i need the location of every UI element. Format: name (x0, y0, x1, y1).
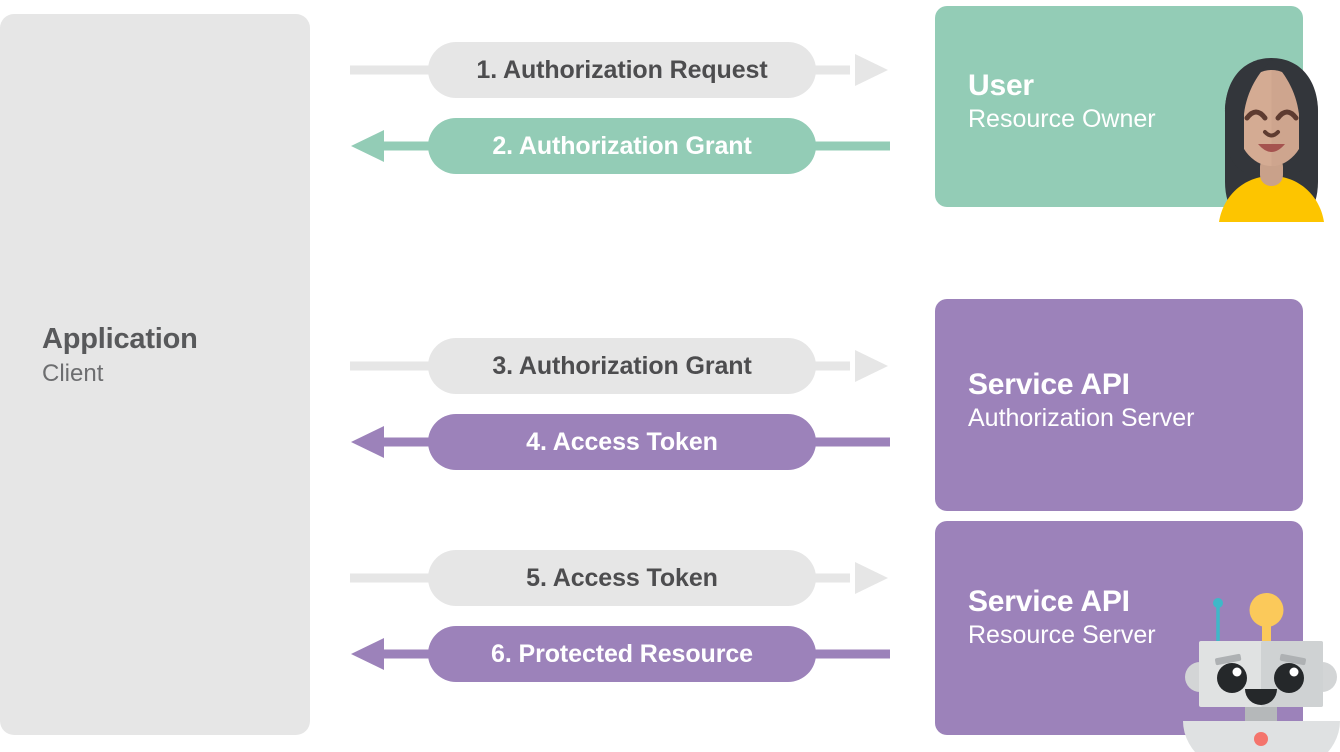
flow-step-3: 3. Authorization Grant (350, 338, 890, 394)
step-pill-6[interactable]: 6. Protected Resource (428, 626, 816, 682)
step-pill-5[interactable]: 5. Access Token (428, 550, 816, 606)
flow-step-2: 2. Authorization Grant (350, 118, 890, 174)
flow-step-4: 4. Access Token (350, 414, 890, 470)
service-api-authorization-server-panel: Service API Authorization Server (935, 299, 1303, 511)
step-label-3: 3. Authorization Grant (492, 351, 752, 380)
flow-step-5: 5. Access Token (350, 550, 890, 606)
step-label-4: 4. Access Token (526, 427, 718, 456)
step-pill-2[interactable]: 2. Authorization Grant (428, 118, 816, 174)
service-api-resource-server-panel: Service API Resource Server (935, 521, 1303, 735)
application-panel-text: Application Client (42, 322, 292, 389)
application-client-panel: Application Client (0, 14, 310, 735)
user-subtitle: Resource Owner (968, 105, 1156, 134)
auth-title: Service API (968, 368, 1130, 401)
res-panel-text: Service API Resource Server (968, 584, 1156, 650)
step-pill-3[interactable]: 3. Authorization Grant (428, 338, 816, 394)
step-label-1: 1. Authorization Request (476, 55, 768, 84)
flow-step-6: 6. Protected Resource (350, 626, 890, 682)
step-pill-4[interactable]: 4. Access Token (428, 414, 816, 470)
user-panel-text: User Resource Owner (968, 68, 1156, 134)
step-label-6: 6. Protected Resource (491, 639, 753, 668)
user-resource-owner-panel: User Resource Owner (935, 6, 1303, 207)
step-label-2: 2. Authorization Grant (492, 131, 752, 160)
auth-subtitle: Authorization Server (968, 404, 1195, 433)
user-title: User (968, 69, 1034, 102)
step-label-5: 5. Access Token (526, 563, 718, 592)
step-pill-1[interactable]: 1. Authorization Request (428, 42, 816, 98)
application-title: Application (42, 323, 198, 355)
auth-panel-text: Service API Authorization Server (968, 367, 1195, 433)
res-title: Service API (968, 585, 1130, 618)
flow-step-1: 1. Authorization Request (350, 42, 890, 98)
application-subtitle: Client (42, 359, 104, 387)
res-subtitle: Resource Server (968, 621, 1156, 650)
